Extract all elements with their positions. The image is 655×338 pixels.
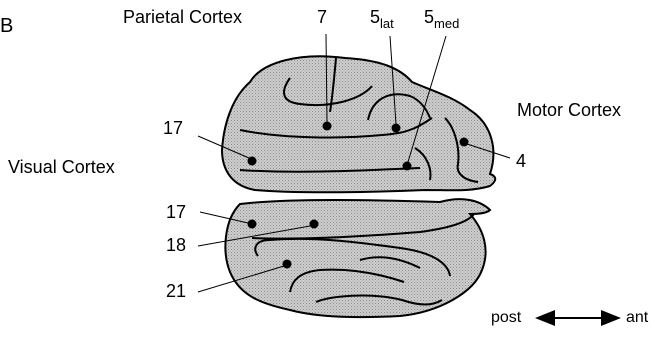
- area-7-label: 7: [317, 8, 327, 26]
- post-direction-label: post: [491, 310, 521, 326]
- site-dot-21: [283, 260, 292, 269]
- area-21-label: 21: [166, 282, 186, 300]
- medial-brain-outline: [225, 199, 490, 317]
- area-5lat-base: 5: [370, 7, 380, 27]
- site-dot-7: [323, 122, 332, 131]
- area-5med-subscript: med: [434, 16, 459, 31]
- site-dot-4: [460, 138, 469, 147]
- area-5med-base: 5: [424, 7, 434, 27]
- area-5med-label: 5med: [424, 8, 459, 26]
- ant-direction-label: ant: [626, 310, 648, 326]
- visual-cortex-label: Visual Cortex: [8, 158, 115, 176]
- area-18-label: 18: [166, 236, 186, 254]
- site-dot-5lat: [392, 124, 401, 133]
- area-5lat-subscript: lat: [380, 16, 394, 31]
- area-17-medial-label: 17: [166, 203, 186, 221]
- orientation-arrow: [535, 310, 621, 326]
- parietal-cortex-label: Parietal Cortex: [123, 8, 242, 26]
- area-4-label: 4: [516, 152, 526, 170]
- site-dot-18: [310, 220, 319, 229]
- area-17-dorsal-label: 17: [163, 119, 183, 137]
- motor-cortex-label: Motor Cortex: [517, 101, 621, 119]
- site-dot-17-medial: [248, 220, 257, 229]
- site-dot-5med: [403, 162, 412, 171]
- panel-letter: B: [0, 16, 13, 36]
- area-5lat-label: 5lat: [370, 8, 394, 26]
